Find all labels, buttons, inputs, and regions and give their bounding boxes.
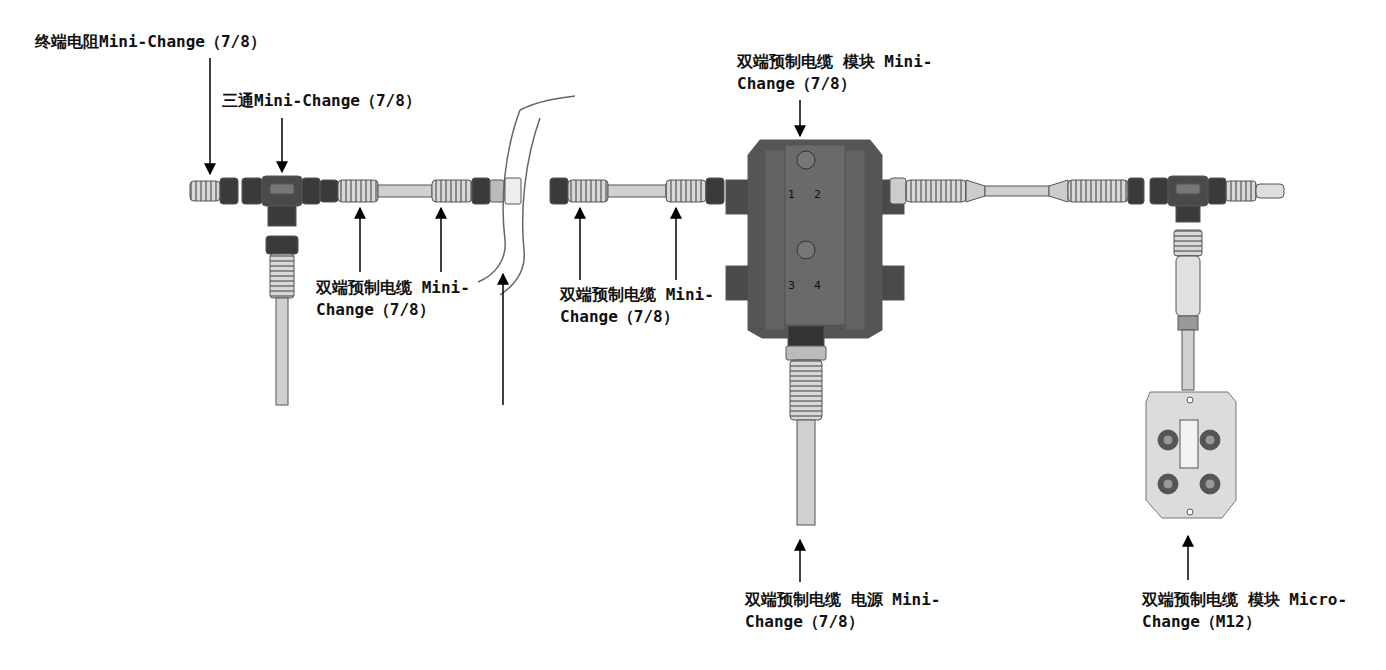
port-number: 3 [788,280,795,292]
drop-connector [270,254,294,298]
m12-module [1146,392,1236,518]
cable [378,185,432,197]
nut [220,178,238,204]
callout-label: 双端预制电缆 Mini-Change（7/8） [560,284,765,328]
callout-label: 双端预制电缆 Mini-Change（7/8） [316,277,521,321]
leader-lines [210,58,1188,582]
cable-connector [432,180,472,202]
port-number: 1 [788,189,795,201]
cable-connector [338,180,378,202]
port-number: 2 [814,189,821,201]
callout-label: 终端电阻Mini-Change（7/8） [35,31,266,53]
terminator [190,181,220,201]
module-housing [748,140,882,338]
cable-connector [568,180,608,202]
callout-label: 双端预制电缆 模块 Mini-Change（7/8） [737,51,942,95]
callout-label: 双端预制电缆 电源 Mini-Change（7/8） [745,589,950,633]
terminator [1256,184,1284,198]
power-cable [797,420,815,525]
tee [262,176,302,206]
port-number: 4 [814,280,821,292]
callout-label: 双端预制电缆 模块 Micro-Change（M12） [1142,589,1357,633]
drop-cable [276,298,288,405]
panel-wall [478,96,575,295]
callout-label: 三通Mini-Change（7/8） [222,90,421,112]
